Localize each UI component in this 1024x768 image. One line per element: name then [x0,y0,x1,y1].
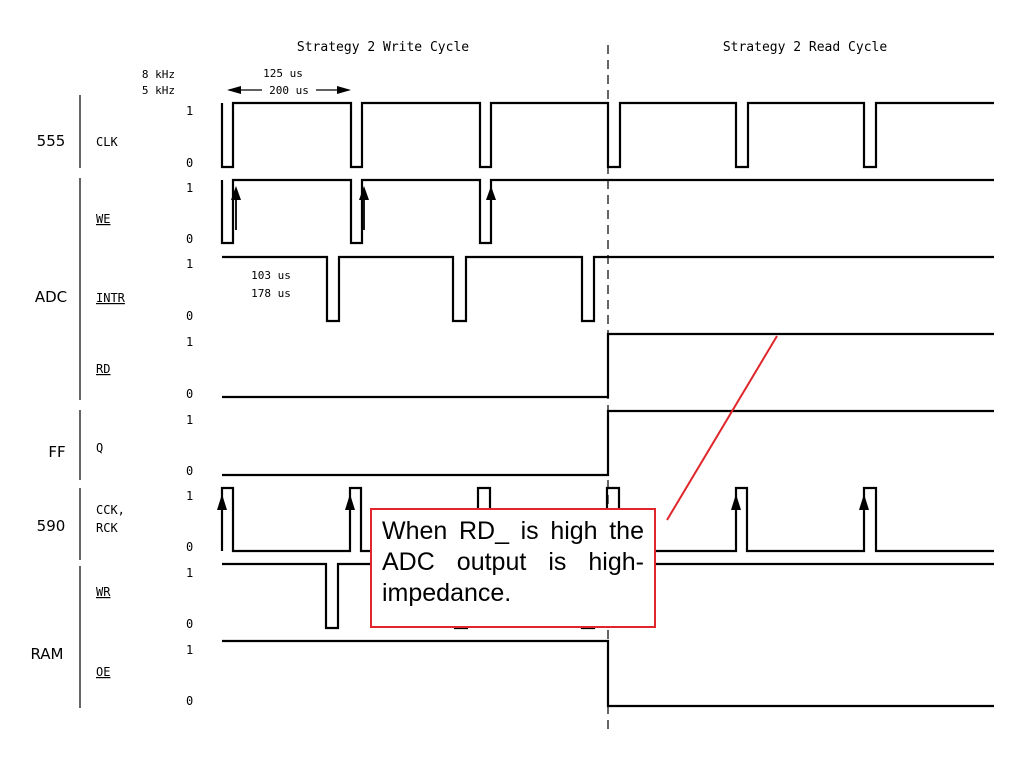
signal-label-wr: WR [96,585,111,599]
group-label-590: 590 [37,517,66,535]
level-low-we: 0 [186,232,193,246]
period-label-2: 200 us [269,84,309,97]
signal-label-we: WE [96,212,110,226]
level-high-rd: 1 [186,335,193,349]
level-low-q: 0 [186,464,193,478]
signal-label-oe: OE [96,665,110,679]
level-high-intr: 1 [186,257,193,271]
signal-label-cck: CCK, [96,503,125,517]
level-low-wr: 0 [186,617,193,631]
group-label-adc: ADC [35,288,67,306]
group-label-ff: FF [48,443,65,461]
group-label-555: 555 [37,132,66,150]
freq-label-2: 5 kHz [142,84,175,97]
callout-text: When RD_ is high the ADC output is high-… [382,517,644,607]
intr-timing-2: 178 us [251,287,291,300]
write-cycle-title: Strategy 2 Write Cycle [297,40,469,55]
level-high-wr: 1 [186,566,193,580]
level-low-cck: 0 [186,540,193,554]
cck-edge-arrows [217,494,869,540]
level-low-clk: 0 [186,156,193,170]
level-high-cck: 1 [186,489,193,503]
callout-box: When RD_ is high the ADC output is high-… [370,508,656,628]
read-cycle-title: Strategy 2 Read Cycle [723,40,888,55]
level-low-intr: 0 [186,309,193,323]
period-label-1: 125 us [263,67,303,80]
signal-label-rck: RCK [96,521,118,535]
level-high-clk: 1 [186,104,193,118]
we-edge-arrows [231,186,496,230]
signal-label-intr: INTR [96,291,126,305]
level-low-rd: 0 [186,387,193,401]
callout-pointer [666,335,778,521]
waveform-wr [222,562,994,630]
intr-timing-1: 103 us [251,269,291,282]
waveform-we [220,178,994,245]
period-arrow-right-head [337,86,351,94]
level-high-we: 1 [186,181,193,195]
signal-label-q: Q [96,441,103,455]
waveform-clk [220,101,994,169]
freq-label-1: 8 kHz [142,68,175,81]
level-high-q: 1 [186,413,193,427]
level-high-oe: 1 [186,643,193,657]
signal-label-rd: RD [96,362,110,376]
level-low-oe: 0 [186,694,193,708]
signal-label-clk: CLK [96,135,118,149]
period-arrow-left-head [227,86,241,94]
group-label-ram: RAM [30,645,63,663]
waveform-intr [222,255,994,323]
waveform-oe [222,639,994,708]
